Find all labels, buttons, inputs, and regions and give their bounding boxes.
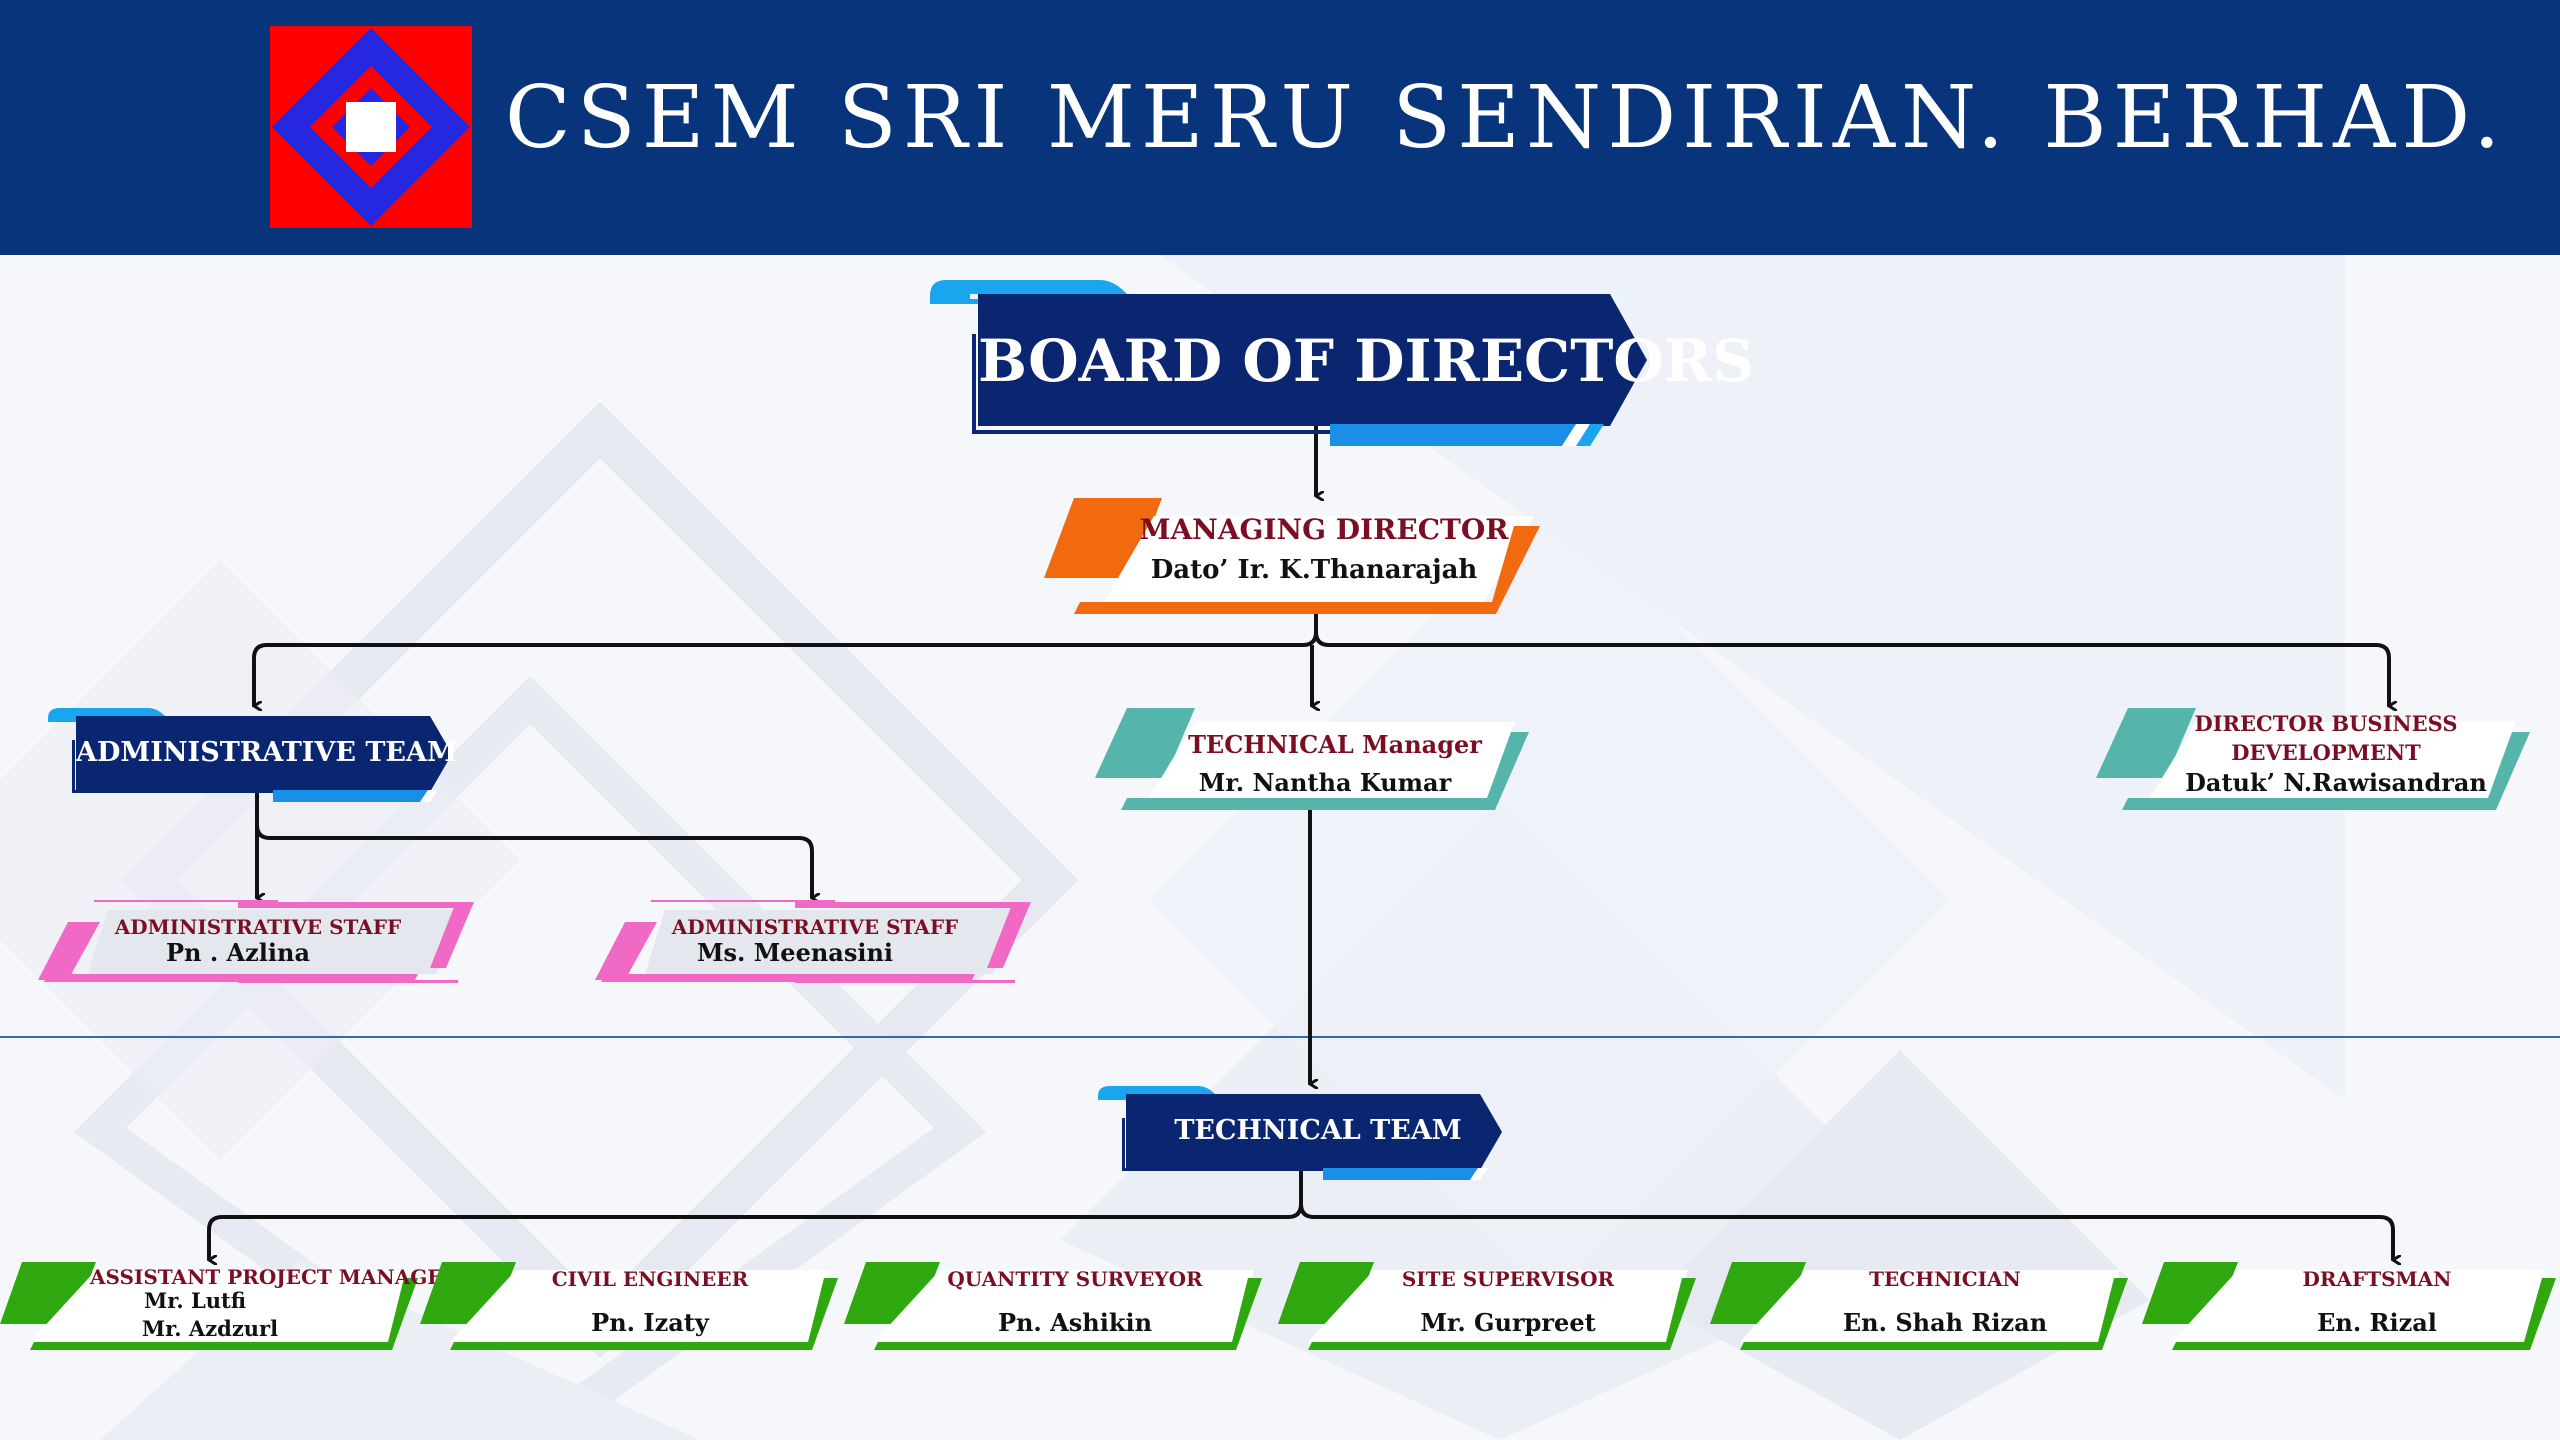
board-label: BOARD OF DIRECTORS (978, 327, 1754, 395)
banner-shape (930, 280, 1647, 446)
technical-staff-node: TECHNICIAN En. Shah Rizan (1710, 1260, 2130, 1352)
green-shape (420, 1262, 838, 1350)
technical-staff-node: SITE SUPERVISOR Mr. Gurpreet (1278, 1260, 1698, 1352)
tech-staff-1-name: Mr. Lutfi (143, 1288, 246, 1313)
tech-staff-4-role: SITE SUPERVISOR (1401, 1267, 1615, 1291)
admin-staff-1-role: ADMINISTRATIVE STAFF (114, 915, 402, 939)
md-shape (1044, 498, 1540, 614)
tech-staff-1-role: ASSISTANT PROJECT MANAGER (90, 1265, 460, 1289)
tech-staff-1-name2: Mr. Azdzurl (141, 1316, 279, 1341)
managing-director-node: MANAGING DIRECTOR Dato’ Ir. K.Thanarajah (1044, 496, 1540, 616)
tm-name: Mr. Nantha Kumar (1198, 768, 1452, 797)
banner-shape (1098, 1086, 1502, 1180)
staff-shape (595, 900, 1031, 983)
bd-shape (2096, 708, 2530, 810)
md-name: Dato’ Ir. K.Thanarajah (1150, 555, 1478, 585)
staff-shape (38, 900, 474, 983)
technical-staff-node: DRAFTSMAN En. Rizal (2142, 1260, 2560, 1352)
tech-staff-3-name: Pn. Ashikin (997, 1308, 1153, 1337)
bd-role-line2: DEVELOPMENT (2231, 740, 2421, 765)
technical-team-node: TECHNICAL TEAM (1098, 1084, 1506, 1180)
tech-staff-2-role: CIVIL ENGINEER (551, 1267, 749, 1291)
technical-staff-node: CIVIL ENGINEER Pn. Izaty (420, 1260, 840, 1352)
admin-staff-2-name: Ms. Meenasini (696, 938, 894, 967)
md-role: MANAGING DIRECTOR (1139, 513, 1509, 546)
tech-staff-4-name: Mr. Gurpreet (1420, 1308, 1596, 1337)
tm-role: TECHNICAL Manager (1188, 730, 1482, 759)
bd-role-line1: DIRECTOR BUSINESS (2194, 711, 2458, 736)
tech-staff-5-role: TECHNICIAN (1869, 1267, 2021, 1291)
administrative-team-node: ADMINISTRATIVE TEAM (48, 706, 457, 802)
admin-staff-node: ADMINISTRATIVE STAFF Ms. Meenasini (595, 898, 1035, 984)
green-shape (1710, 1262, 2128, 1350)
technical-staff-node: QUANTITY SURVEYOR Pn. Ashikin (844, 1260, 1264, 1352)
green-shape (0, 1262, 418, 1350)
company-name: CSEM SRI MERU SENDIRIAN. BERHAD. (505, 68, 2507, 168)
company-logo (270, 26, 472, 228)
tm-shape (1095, 708, 1529, 810)
green-shape (844, 1262, 1262, 1350)
admin-staff-node: ADMINISTRATIVE STAFF Pn . Azlina (38, 898, 478, 984)
green-shape (1278, 1262, 1696, 1350)
header-bar: CSEM SRI MERU SENDIRIAN. BERHAD. (0, 0, 2560, 255)
green-shape (2142, 1262, 2556, 1350)
admin-staff-2-role: ADMINISTRATIVE STAFF (671, 915, 959, 939)
admin-team-label: ADMINISTRATIVE TEAM (76, 737, 457, 768)
tech-staff-6-role: DRAFTSMAN (2302, 1267, 2452, 1291)
admin-staff-1-name: Pn . Azlina (165, 938, 311, 967)
tech-staff-6-name: En. Rizal (2317, 1308, 2437, 1337)
technical-staff-node: ASSISTANT PROJECT MANAGER Mr. Lutfi Mr. … (0, 1260, 460, 1352)
tech-staff-3-role: QUANTITY SURVEYOR (947, 1267, 1203, 1291)
tech-staff-5-name: En. Shah Rizan (1842, 1308, 2048, 1337)
technical-manager-node: TECHNICAL Manager Mr. Nantha Kumar (1095, 706, 1531, 812)
section-divider (0, 1036, 2560, 1038)
director-bd-node: DIRECTOR BUSINESS DEVELOPMENT Datuk’ N.R… (2096, 706, 2532, 812)
technical-team-label: TECHNICAL TEAM (1174, 1115, 1462, 1146)
tech-staff-2-name: Pn. Izaty (591, 1308, 709, 1337)
banner-shape (48, 708, 452, 802)
bd-name: Datuk’ N.Rawisandran (2185, 768, 2487, 797)
board-of-directors-node: BOARD OF DIRECTORS (930, 278, 1754, 446)
